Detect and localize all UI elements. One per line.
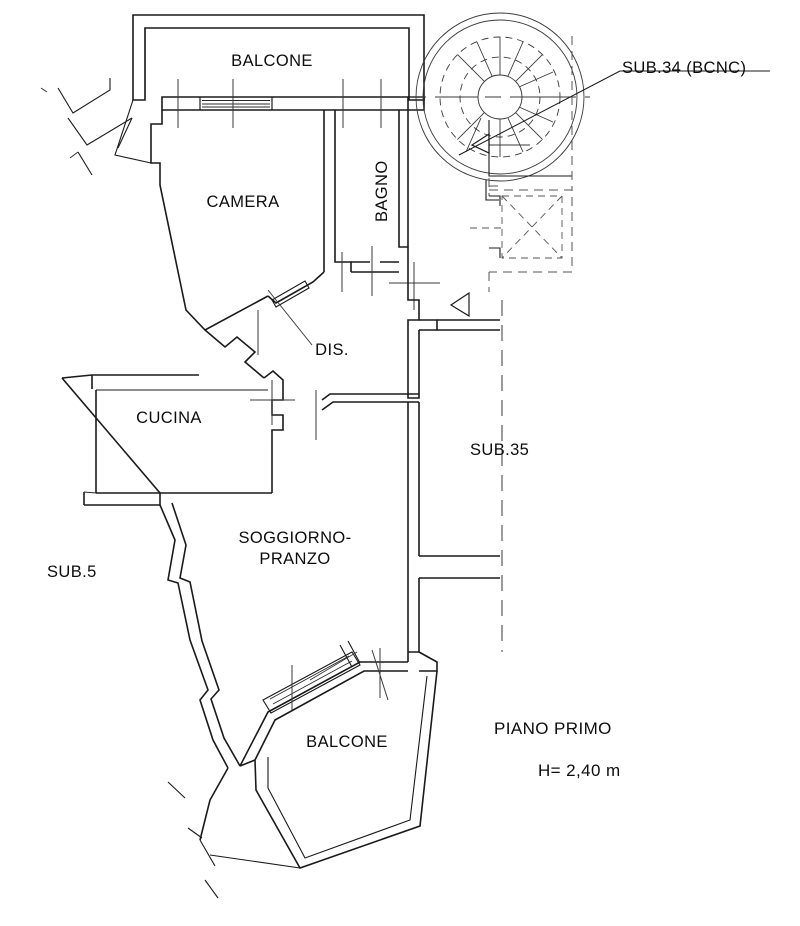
- annotation-height: H= 2,40 m: [538, 761, 621, 780]
- subunit-label-sub-35: SUB.35: [470, 441, 530, 459]
- room-label-balcone-top: BALCONE: [231, 52, 313, 70]
- annotation-floor: PIANO PRIMO: [494, 719, 612, 738]
- room-label-soggiorno: SOGGIORNO- PRANZO: [238, 528, 351, 570]
- balcone-bottom-outline: [199, 670, 438, 869]
- axis-ticks-balcone-bottom: [291, 648, 389, 710]
- room-label-bagno: BAGNO: [373, 160, 391, 222]
- camera-bagno-walls: [150, 96, 425, 331]
- room-label-soggiorno-line1: SOGGIORNO-: [238, 529, 352, 547]
- room-label-soggiorno-line2: PRANZO: [259, 550, 331, 569]
- axis-ticks-top: [177, 79, 382, 128]
- room-label-cucina: CUCINA: [136, 409, 202, 427]
- axis-ticks-camera: [341, 246, 440, 310]
- window-top-balcone: [161, 96, 409, 111]
- soggiorno-walls: [159, 402, 500, 769]
- subunit-label-sub-34: SUB.34 (BCNC): [622, 59, 747, 77]
- room-label-balcone-bottom: BALCONE: [306, 733, 388, 751]
- spiral-staircase: [410, 12, 590, 182]
- exterior-boundary-lower: [167, 781, 301, 899]
- disimpegno-walls: [321, 272, 500, 411]
- axis-ticks-cucina: [250, 289, 317, 440]
- door-camera: [271, 280, 310, 308]
- window-bottom-balcone: [262, 640, 361, 714]
- room-label-camera: CAMERA: [206, 193, 280, 211]
- exterior-boundary-left: [40, 78, 152, 176]
- subunit-label-sub-5: SUB.5: [47, 563, 97, 581]
- stair-landing-walls: [485, 120, 572, 201]
- room-label-disimpegno: DIS.: [315, 341, 349, 359]
- balcone-top-outline: [132, 14, 425, 101]
- sub34-leader: [458, 70, 770, 156]
- lift-shaft-dashed: [470, 36, 573, 292]
